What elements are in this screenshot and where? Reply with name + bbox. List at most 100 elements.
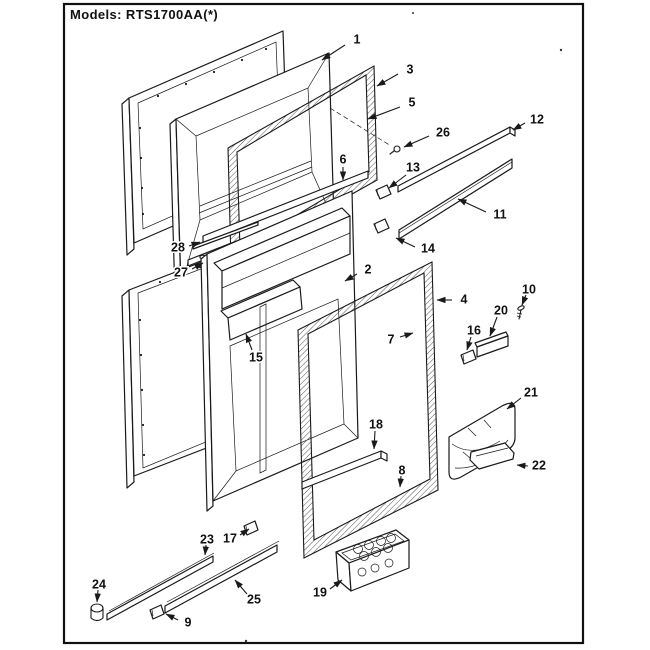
callout-leader-line [399, 332, 414, 339]
callout-7: 7 [386, 331, 414, 348]
callout-6: 6 [338, 151, 348, 181]
callout-24: 24 [91, 576, 107, 603]
callout-label: 5 [409, 95, 416, 109]
callout-label: 6 [340, 152, 347, 166]
part-25-trim-bar [164, 540, 280, 614]
callout-label: 28 [171, 240, 185, 254]
callout-25: 25 [234, 579, 262, 608]
callout-label: 11 [493, 207, 506, 221]
callout-leader-line [371, 430, 378, 450]
callout-14: 14 [395, 237, 436, 257]
part-13-end-cap [375, 184, 392, 200]
callout-label: 3 [407, 62, 414, 76]
callout-23: 23 [199, 531, 215, 556]
callout-label: 27 [174, 265, 188, 279]
callout-12: 12 [512, 111, 545, 131]
callout-22: 22 [516, 457, 547, 474]
fridge-door-inner-panel [200, 190, 359, 512]
callout-label: 13 [406, 160, 420, 174]
callout-leader-line [489, 316, 498, 337]
callout-20: 20 [489, 302, 509, 337]
callout-leader-line [245, 333, 253, 351]
part-10-screw [516, 305, 525, 320]
callout-label: 10 [522, 282, 536, 296]
callout-label: 26 [436, 125, 450, 139]
callout-5: 5 [367, 94, 417, 120]
callout-21: 21 [506, 384, 539, 410]
callout-28: 28 [170, 239, 201, 256]
callout-leader-line [466, 336, 473, 351]
callout-label: 16 [467, 323, 481, 337]
callout-leader-line [165, 613, 179, 621]
callout-11: 11 [457, 198, 508, 223]
part-14-end-cap [373, 218, 390, 234]
scan-specks [244, 12, 563, 643]
part-22-butter-shelf [469, 442, 515, 470]
callout-leader-line [344, 273, 358, 282]
callout-10: 10 [521, 281, 537, 306]
callout-label: 24 [92, 577, 106, 591]
callout-13: 13 [388, 159, 421, 189]
callout-leader-line [506, 397, 522, 410]
callout-2: 2 [344, 261, 373, 282]
callout-leader-line [239, 528, 250, 537]
callout-leader-line [94, 589, 101, 603]
part-11-shelf-bar [398, 158, 513, 240]
callout-3: 3 [376, 61, 415, 87]
callout-label: 18 [369, 417, 383, 431]
callout-label: 2 [365, 262, 372, 276]
callout-leader-line [516, 462, 529, 469]
part-28-retainer-rod [192, 221, 259, 250]
callout-leader-line [329, 579, 343, 590]
callout-26: 26 [403, 124, 451, 148]
callout-leader-line [512, 122, 526, 131]
callout-label: 15 [249, 350, 263, 364]
callout-leader-line [188, 241, 201, 248]
callout-label: 12 [530, 112, 544, 126]
callout-4: 4 [436, 291, 469, 308]
callout-leader-line [395, 237, 416, 248]
callout-15: 15 [245, 333, 264, 366]
callout-27: 27 [173, 262, 204, 281]
part-23-trim-bar [106, 552, 215, 621]
callout-leader-line [397, 475, 404, 488]
callout-leader-line [367, 106, 401, 120]
screw-hole-dots [138, 47, 268, 216]
freezer-door-gasket [227, 65, 378, 263]
callout-leader-line [521, 294, 529, 306]
models-title: Models: RTS1700AA(*) [70, 7, 218, 22]
callout-label: 19 [313, 585, 327, 599]
callout-label: 1 [354, 32, 361, 46]
callout-label: 17 [223, 531, 237, 545]
callout-label: 4 [461, 292, 468, 306]
callout-18: 18 [368, 416, 384, 450]
part-26-screw [329, 107, 401, 155]
callout-label: 7 [388, 332, 395, 346]
callout-leader-line [388, 174, 407, 189]
callout-leader-line [457, 198, 487, 213]
callout-16: 16 [466, 322, 482, 351]
part-15-door-shelf [220, 279, 303, 341]
part-18-retainer-bar [301, 450, 388, 490]
callout-label: 22 [532, 458, 546, 472]
callout-label: 25 [247, 592, 261, 606]
callout-17: 17 [222, 528, 250, 547]
callout-label: 9 [185, 615, 192, 629]
callout-leader-line [191, 262, 204, 270]
callout-leader-line [234, 579, 248, 595]
callout-leader-line [321, 44, 346, 61]
part-16-end-cap [460, 349, 477, 365]
callout-1: 1 [321, 31, 362, 61]
callout-label: 20 [494, 303, 508, 317]
callout-label: 21 [524, 385, 538, 399]
callout-leader-line [376, 73, 399, 87]
callout-leader-line [403, 135, 430, 148]
callout-leader-line [202, 544, 210, 556]
callout-label: 8 [399, 463, 406, 477]
part-24-end-cap [90, 603, 104, 622]
part-9-end-cap [149, 604, 165, 620]
callout-19: 19 [312, 579, 343, 601]
callout-label: 14 [421, 241, 435, 255]
